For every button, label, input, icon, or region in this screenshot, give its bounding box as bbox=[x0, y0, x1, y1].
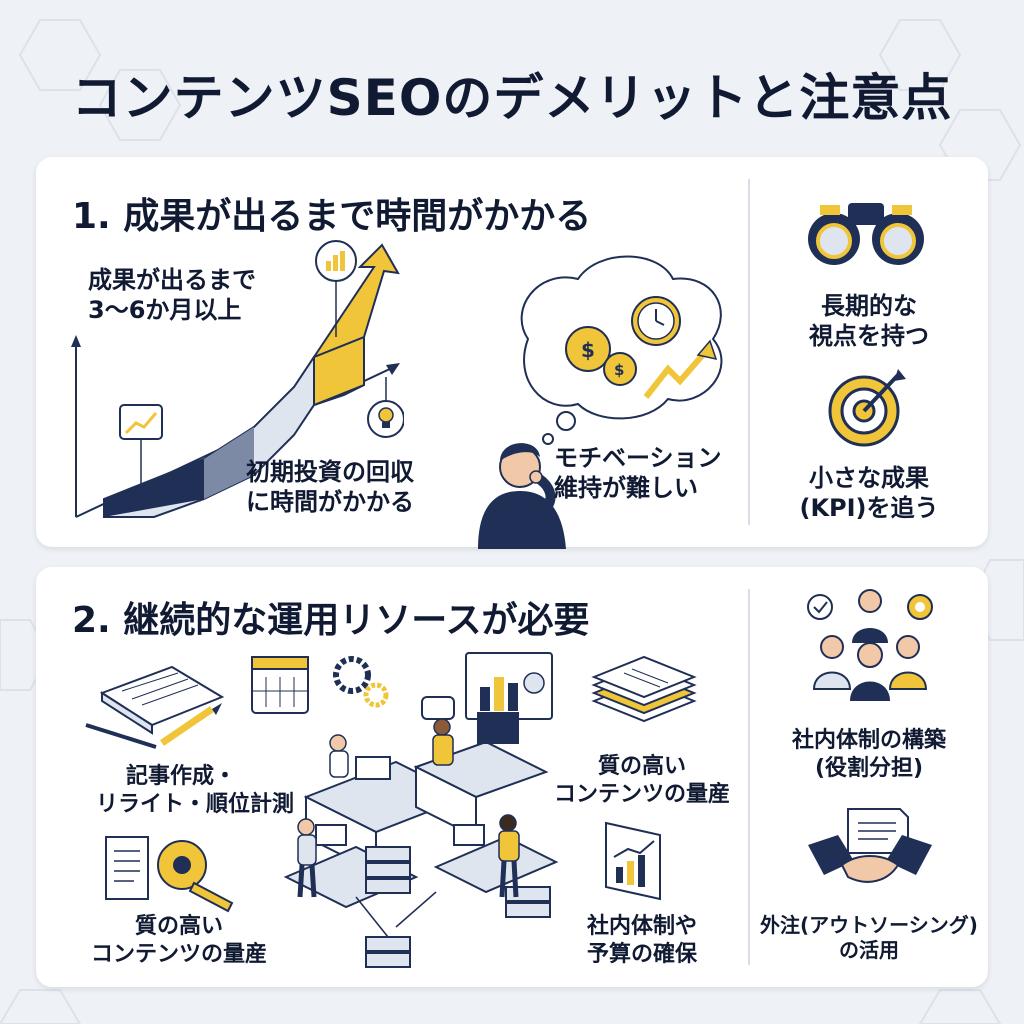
tip-outsourcing: 外注(アウトソーシング) の活用 bbox=[750, 913, 988, 963]
task-budget-line1: 社内体制や bbox=[586, 914, 697, 939]
thinking-person-illustration: $ $ bbox=[478, 255, 723, 549]
task-budget-label: 社内体制や 予算の確保 bbox=[552, 913, 732, 968]
motivation-label-line1: モチベーション bbox=[554, 444, 722, 472]
tip-outsourcing-line2: の活用 bbox=[839, 938, 899, 962]
task-quality-label: 質の高い コンテンツの量産 bbox=[84, 913, 274, 968]
task-quality-line1: 質の高い bbox=[134, 914, 223, 939]
task-quality-2-line2: コンテンツの量産 bbox=[553, 781, 730, 807]
document-measure-icon bbox=[105, 836, 234, 913]
chart-label-line1: 成果が出るまで bbox=[88, 266, 256, 294]
page-title: コンテンツSEOのデメリットと注意点 bbox=[71, 69, 953, 127]
section-card-time: 1. 成果が出るまで時間がかかる 成果が出るまで 3〜6か月以上 bbox=[36, 157, 988, 549]
section-card-resources: 2. 継続的な運用リソースが必要 記事作成・ リライト・順位計測 質の高い コン… bbox=[36, 567, 988, 987]
motivation-label: モチベーション 維持が難しい bbox=[554, 443, 722, 503]
task-writing-label: 記事作成・ リライト・順位計測 bbox=[96, 763, 295, 818]
svg-text:$: $ bbox=[614, 361, 624, 379]
task-writing-line1: 記事作成・ bbox=[125, 764, 236, 789]
task-writing-line2: リライト・順位計測 bbox=[96, 791, 295, 817]
tip-small-kpi-line1: 小さな成果 bbox=[809, 464, 929, 492]
investment-label-line2: に時間がかかる bbox=[246, 488, 414, 516]
tip-small-kpi-line2: (KPI)を追う bbox=[799, 494, 939, 522]
team-workspace-illustration bbox=[251, 652, 559, 968]
target-icon bbox=[828, 369, 906, 447]
section-divider bbox=[748, 179, 750, 525]
task-budget-line2: 予算の確保 bbox=[586, 941, 697, 967]
tip-long-term-line2: 視点を持つ bbox=[809, 322, 929, 350]
tip-small-kpi: 小さな成果 (KPI)を追う bbox=[750, 463, 988, 523]
chart-label-line2: 3〜6か月以上 bbox=[88, 296, 242, 324]
tip-long-term-line1: 長期的な bbox=[821, 292, 917, 320]
chart-document-icon bbox=[605, 821, 661, 901]
tip-outsourcing-line1: 外注(アウトソーシング) bbox=[760, 913, 978, 937]
section-divider bbox=[748, 589, 750, 965]
section-heading-time: 1. 成果が出るまで時間がかかる bbox=[72, 196, 592, 237]
tip-internal-structure-line1: 社内体制の構築 bbox=[791, 728, 946, 753]
paper-stack-icon bbox=[591, 655, 697, 723]
task-quality-2-line1: 質の高い bbox=[597, 754, 686, 779]
investment-label-line1: 初期投資の回収 bbox=[246, 458, 414, 486]
tip-internal-structure-line2: (役割分担) bbox=[814, 755, 924, 781]
tip-long-term: 長期的な 視点を持つ bbox=[750, 291, 988, 351]
binoculars-icon bbox=[808, 203, 924, 265]
handshake-icon bbox=[808, 808, 932, 883]
investment-label: 初期投資の回収 に時間がかかる bbox=[246, 457, 414, 517]
chart-label: 成果が出るまで 3〜6か月以上 bbox=[88, 265, 256, 325]
svg-text:$: $ bbox=[581, 338, 595, 362]
notebook-icon bbox=[85, 665, 225, 749]
section-heading-resources: 2. 継続的な運用リソースが必要 bbox=[72, 600, 590, 641]
task-quality-label-2: 質の高い コンテンツの量産 bbox=[542, 753, 742, 808]
team-people-icon bbox=[807, 589, 933, 701]
tip-internal-structure: 社内体制の構築 (役割分担) bbox=[750, 727, 988, 782]
growth-chart-illustration bbox=[71, 240, 404, 518]
motivation-label-line2: 維持が難しい bbox=[554, 474, 698, 502]
task-quality-line2: コンテンツの量産 bbox=[90, 941, 267, 967]
